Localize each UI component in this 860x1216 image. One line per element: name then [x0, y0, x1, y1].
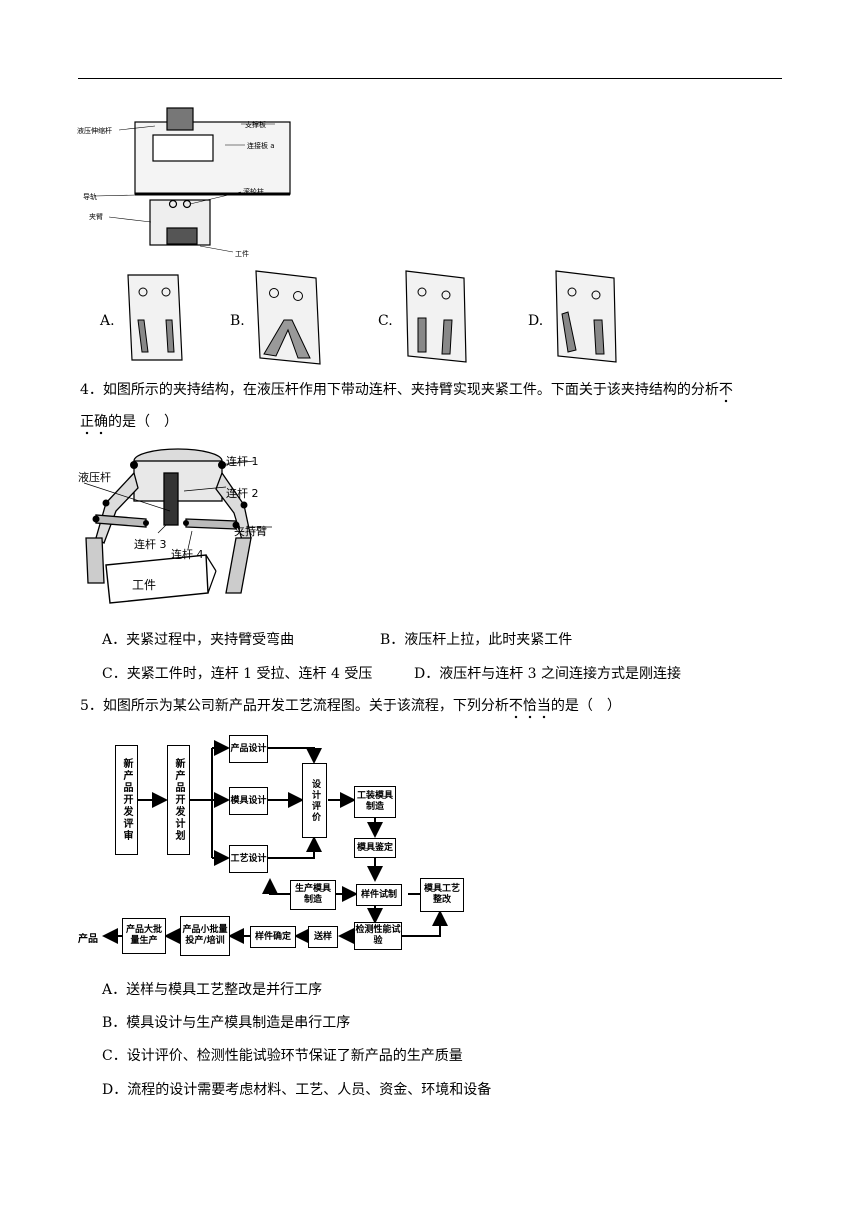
flow-node-mold-fix: 模具工艺整改 [420, 878, 464, 912]
q5-stem-end: 的是（ ） [550, 698, 621, 714]
flow-node-process-design: 工艺设计 [229, 845, 268, 873]
flow-node-plan: 新产品开发计划 [167, 745, 190, 855]
fig4-label: 连杆 1 [226, 454, 259, 468]
q5-emphasis: 不恰当 [508, 698, 551, 719]
q5-option-a: A．送样与模具工艺整改是并行工序 [102, 982, 323, 998]
fig1-label: 支撑板 [245, 120, 266, 129]
fig4-label: 夹持臂 [234, 524, 267, 538]
q4-option-c: C．夹紧工件时，连杆 1 受拉、连杆 4 受压 [102, 666, 373, 682]
q4-option-d: D．液压杆与连杆 3 之间连接方式是刚连接 [414, 666, 682, 682]
header-rule [78, 78, 782, 79]
option-b-label: B. [230, 313, 245, 329]
question-4-stem-line2: 正确的是（ ） [80, 412, 178, 435]
flow-node-prod-mold: 生产模具制造 [290, 880, 336, 910]
q5-option-d: D．流程的设计需要考虑材料、工艺、人员、资金、环境和设备 [102, 1082, 492, 1098]
fig1-label: 滚轮柱 [243, 187, 264, 196]
plate-d-figure [555, 270, 617, 363]
flow-node-small-batch: 产品小批量投产/培训 [180, 916, 230, 956]
flow-node-product-design: 产品设计 [229, 735, 268, 763]
fig1-label: 连接板 a [247, 141, 275, 150]
fig1-label: 夹臂 [89, 212, 103, 221]
option-c-label: C. [378, 313, 393, 329]
question-4-stem: 4．如图所示的夹持结构，在液压杆作用下带动连杆、夹持臂实现夹紧工件。下面关于该夹… [80, 380, 780, 403]
q4-stem-end: 的是（ ） [108, 414, 178, 430]
q5-option-c: C．设计评价、检测性能试验环节保证了新产品的生产质量 [102, 1048, 463, 1064]
clamp-device-figure: 液压伸缩杆 支撑板 连接板 a 导轨 滚轮柱 夹臂 工件 [77, 107, 291, 258]
plate-a-figure [127, 274, 183, 361]
q4-option-b: B．液压杆上拉，此时夹紧工件 [380, 632, 573, 648]
flow-node-mold-check: 模具鉴定 [354, 838, 396, 858]
fig4-label: 液压杆 [78, 470, 111, 484]
plate-c-figure [405, 270, 467, 363]
q4-stem-text: 4．如图所示的夹持结构，在液压杆作用下带动连杆、夹持臂实现夹紧工件。下面关于该夹… [80, 382, 719, 398]
q5-stem-text: 5．如图所示为某公司新产品开发工艺流程图。关于该流程，下列分析 [80, 698, 509, 714]
flow-node-sample-trial: 样件试制 [356, 884, 402, 906]
fig4-label: 连杆 2 [226, 486, 259, 500]
question-5-stem: 5．如图所示为某公司新产品开发工艺流程图。关于该流程，下列分析不恰当的是（ ） [80, 696, 780, 719]
flow-node-mold-design: 模具设计 [229, 787, 268, 815]
q4-emphasis: 正确 [80, 414, 108, 435]
fig4-label: 连杆 3 [134, 537, 167, 551]
flow-node-sample-confirm: 样件确定 [250, 926, 296, 948]
q4-option-a: A．夹紧过程中，夹持臂受弯曲 [102, 632, 295, 648]
fig1-label: 导轨 [83, 192, 97, 201]
plate-b-figure [255, 270, 321, 365]
flow-node-design-eval: 设计评价 [302, 763, 327, 838]
flow-node-tooling: 工装模具制造 [354, 786, 396, 818]
flow-node-mass: 产品大批量生产 [122, 918, 166, 954]
fig4-label: 连杆 4 [171, 547, 204, 561]
gripper-figure: 液压杆 连杆 1 连杆 2 连杆 3 连杆 4 夹持臂 工件 [78, 448, 272, 604]
option-d-label: D. [528, 313, 544, 329]
option-a-label: A. [100, 313, 115, 329]
fig1-label: 液压伸缩杆 [77, 126, 112, 135]
flow-node-send: 送样 [308, 926, 338, 948]
q5-option-b: B．模具设计与生产模具制造是串行工序 [102, 1015, 351, 1031]
flow-node-review: 新产品开发评审 [115, 745, 138, 855]
fig4-label: 工件 [132, 578, 156, 592]
q4-emphasis: 不 [718, 382, 733, 403]
flow-node-test: 检测性能试验 [354, 922, 402, 950]
flow-node-product: 产品 [78, 934, 98, 945]
fig1-label: 工件 [235, 249, 249, 258]
